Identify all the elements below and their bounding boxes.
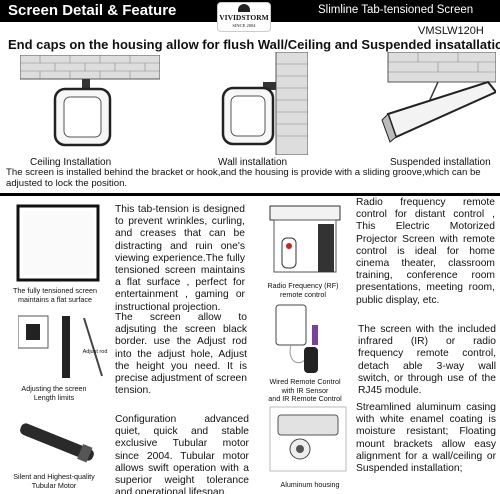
aluminum-housing-image [269, 406, 347, 472]
wired-remote-image [275, 304, 318, 373]
wall-installation-illustration [221, 52, 308, 155]
feature-text-motor: Configuration advanced quiet, quick and … [115, 414, 249, 494]
tubular-motor-image [20, 423, 94, 463]
tensioned-screen-image [16, 204, 100, 282]
feature-text-wired-remote: The screen with the included infrared (I… [358, 324, 496, 397]
feature-caption-rf-remote: Radio Frequency (RF) remote control [267, 281, 339, 299]
logo-since: SINCE 2004 [232, 23, 256, 28]
brand-logo: VIVIDSTORM SINCE 2004 [217, 2, 271, 32]
install-note: The screen is installed behind the brack… [6, 167, 481, 189]
model-number: VMSLW120H [418, 25, 484, 37]
feature-caption-motor: Silent and Highest-quality Tubular Motor [13, 472, 95, 490]
logo-brand: VIVIDSTORM [219, 13, 269, 22]
install-caption-ceiling: Ceiling Installation [30, 157, 112, 168]
section-divider [0, 193, 500, 196]
feature-text-tension: This tab-tension is designed to prevent … [115, 204, 245, 313]
install-caption-wall: Wall installation [218, 157, 288, 168]
feature-text-rf-remote: Radio frequency remote control for dista… [356, 197, 495, 306]
feature-caption-tension: The fully tensioned screen maintains a f… [13, 286, 97, 304]
suspended-installation-illustration [381, 52, 496, 143]
adjust-rod-image [18, 315, 103, 378]
product-title: Slimline Tab-tensioned Screen [318, 4, 474, 16]
section-headline: End caps on the housing allow for flush … [8, 37, 500, 52]
feature-caption-adjust: Adjusting the screen Length limits [21, 384, 87, 402]
page-title: Screen Detail & Feature [8, 2, 177, 19]
feature-text-housing: Streamlined aluminum casing with white e… [356, 402, 496, 475]
feature-caption-wired-remote: Wired Remote Control with IR Sensor and … [268, 377, 342, 404]
ceiling-installation-illustration [20, 55, 160, 147]
feature-text-adjust: The screen allow to adjsuting the screen… [115, 312, 247, 397]
rf-remote-image [269, 205, 341, 273]
adjust-rod-label: Adjust rod [82, 349, 108, 355]
install-caption-suspended: Suspended installation [390, 157, 491, 168]
feature-caption-housing: Aluminum housing [280, 480, 340, 489]
crest-icon [238, 4, 250, 12]
